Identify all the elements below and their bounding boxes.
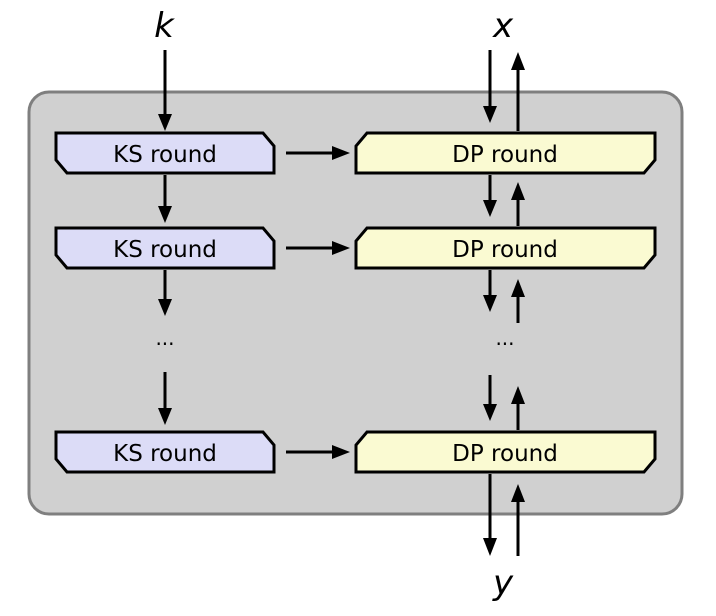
dp-round-box-2: DP round (354, 226, 657, 270)
ks-round-box-3: KS round (54, 430, 276, 474)
ks-round-label: KS round (113, 142, 217, 168)
arrow-dp-ellipsis-up (511, 279, 525, 323)
ks-round-box-1: KS round (54, 131, 276, 175)
arrow-x-in (483, 50, 497, 123)
ks-round-label: KS round (113, 237, 217, 263)
arrow-ks-1-to-2 (158, 175, 172, 223)
arrow-dp-2-down (483, 270, 497, 312)
dp-round-label: DP round (452, 237, 558, 263)
arrow-dp-1-down (483, 175, 497, 217)
arrow-key-in (158, 50, 172, 131)
ks-round-label: KS round (113, 441, 217, 467)
ks-round-box-2: KS round (54, 226, 276, 270)
arrow-dp-2-up (511, 182, 525, 226)
key-label: k (154, 6, 175, 46)
dp-ellipsis: ... (495, 326, 514, 350)
arrow-ks3-to-dp3 (286, 445, 350, 459)
ciphertext-label: y (492, 563, 514, 603)
arrow-ks-2-down (158, 270, 172, 316)
arrow-y-out (483, 474, 497, 556)
dp-round-box-1: DP round (354, 131, 657, 175)
arrow-ks1-to-dp1 (286, 146, 350, 160)
arrow-ks2-to-dp2 (286, 241, 350, 255)
arrow-y-in-up (511, 484, 525, 556)
plaintext-label: x (492, 6, 514, 46)
arrow-dp-to-3-down (483, 375, 497, 421)
dp-round-box-3: DP round (354, 430, 657, 474)
ks-ellipsis: ... (155, 326, 174, 350)
dp-round-label: DP round (452, 441, 558, 467)
arrow-dp-3-up (511, 386, 525, 430)
dp-round-label: DP round (452, 142, 558, 168)
arrow-ks-to-3 (158, 372, 172, 425)
arrow-x-out-up (511, 52, 525, 131)
